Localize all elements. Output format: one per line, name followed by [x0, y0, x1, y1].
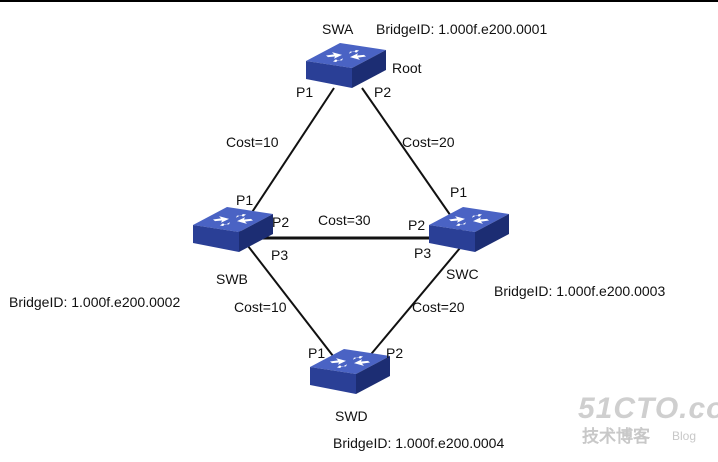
swd-port-p2: P2	[386, 345, 403, 361]
watermark-blog: Blog	[672, 429, 696, 443]
switch-swc-icon	[429, 207, 509, 252]
cost-label-swa-swc: Cost=20	[402, 134, 455, 150]
cost-label-swa-swb: Cost=10	[226, 134, 279, 150]
swb-port-p2: P2	[272, 214, 289, 230]
swc-port-p2: P2	[408, 217, 425, 233]
swa-root-label: Root	[392, 60, 422, 76]
link-swa-swc	[361, 87, 463, 233]
swb-port-p3: P3	[271, 247, 288, 263]
swc-name: SWC	[446, 266, 479, 282]
link-swc-swd	[361, 247, 461, 366]
swa-bridge-id: BridgeID: 1.000f.e200.0001	[376, 21, 547, 37]
swd-bridge-id: BridgeID: 1.000f.e200.0004	[333, 435, 504, 451]
switch-swa-icon	[306, 43, 386, 88]
cost-label-swc-swd: Cost=20	[412, 299, 465, 315]
cost-label-swb-swc: Cost=30	[318, 212, 371, 228]
switch-swb-icon	[193, 207, 273, 252]
watermark-subtitle: 技术博客	[582, 426, 651, 447]
swd-name: SWD	[335, 408, 368, 424]
swb-port-p1: P1	[236, 192, 253, 208]
swc-port-p3: P3	[414, 245, 431, 261]
swc-bridge-id: BridgeID: 1.000f.e200.0003	[494, 283, 665, 299]
swa-port-p2: P2	[374, 84, 391, 100]
link-swb-swd	[247, 245, 341, 366]
swa-name: SWA	[322, 21, 354, 37]
switch-swd-icon	[310, 349, 390, 394]
watermark-brand: 51CTO.com	[578, 392, 718, 425]
swb-name: SWB	[216, 271, 248, 287]
swd-port-p1: P1	[308, 345, 325, 361]
swa-port-p1: P1	[296, 84, 313, 100]
cost-label-swb-swd: Cost=10	[234, 299, 287, 315]
swc-port-p1: P1	[450, 184, 467, 200]
swb-bridge-id: BridgeID: 1.000f.e200.0002	[9, 294, 180, 310]
